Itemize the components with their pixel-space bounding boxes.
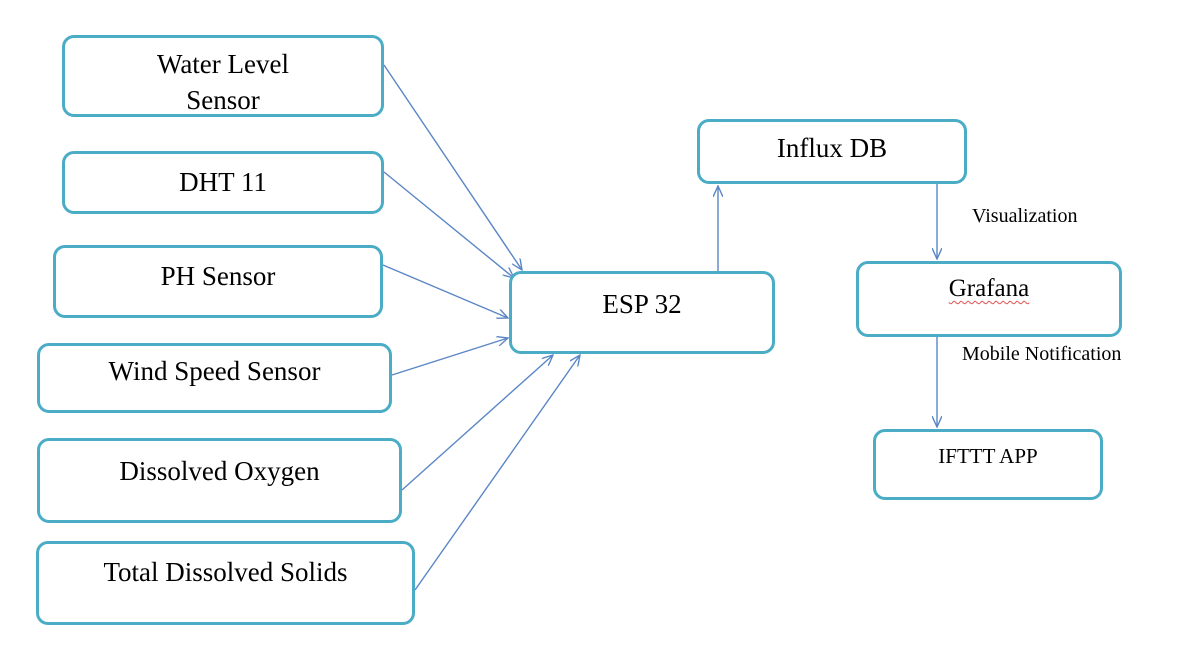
grafana-label: Grafana bbox=[948, 275, 1030, 302]
dissolved-oxygen-label: Dissolved Oxygen bbox=[119, 456, 320, 486]
water-level-sensor-box: Water Level Sensor bbox=[62, 35, 384, 117]
dht11-label: DHT 11 bbox=[179, 167, 267, 197]
mobile-notification-edge-label: Mobile Notification bbox=[962, 343, 1122, 365]
arrow-dht-to-esp bbox=[383, 171, 514, 278]
dht11-box: DHT 11 bbox=[62, 151, 384, 214]
visualization-edge-label: Visualization bbox=[972, 205, 1078, 227]
arrow-ph-to-esp bbox=[382, 264, 508, 318]
arrow-tds-to-esp bbox=[414, 355, 580, 591]
ph-sensor-box: PH Sensor bbox=[53, 245, 383, 318]
dissolved-oxygen-box: Dissolved Oxygen bbox=[37, 438, 402, 523]
total-dissolved-solids-box: Total Dissolved Solids bbox=[36, 541, 415, 625]
arrow-wind-to-esp bbox=[391, 338, 508, 376]
arrow-do-to-esp bbox=[401, 355, 553, 491]
influxdb-box: Influx DB bbox=[697, 119, 967, 184]
wind-speed-sensor-box: Wind Speed Sensor bbox=[37, 343, 392, 413]
arrow-water-level-to-esp bbox=[383, 64, 522, 270]
esp32-label: ESP 32 bbox=[602, 289, 682, 319]
wind-speed-sensor-label: Wind Speed Sensor bbox=[108, 356, 321, 386]
esp32-box: ESP 32 bbox=[509, 271, 775, 354]
influxdb-label: Influx DB bbox=[776, 133, 888, 163]
grafana-box: Grafana bbox=[856, 261, 1122, 337]
ph-sensor-label: PH Sensor bbox=[160, 261, 276, 291]
water-level-sensor-label: Water Level Sensor bbox=[157, 49, 289, 116]
ifttt-app-label: IFTTT APP bbox=[938, 444, 1038, 468]
ifttt-app-box: IFTTT APP bbox=[873, 429, 1103, 500]
total-dissolved-solids-label: Total Dissolved Solids bbox=[103, 557, 348, 587]
